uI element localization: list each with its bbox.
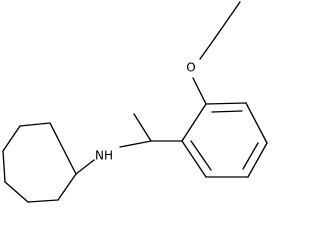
- ring-bond-4: [2, 150, 6, 183]
- ring-to-nitrogen-bond: [75, 159, 95, 175]
- benzene-bond-4: [247, 142, 268, 178]
- cycloheptyl-ring: [2, 122, 77, 203]
- molecule-structure: NH O: [2, 1, 268, 203]
- ethyl-bond: [214, 1, 241, 39]
- aromatic-inner-bond-right: [242, 142, 259, 170]
- benzene-ring: [181, 102, 268, 178]
- benzene-bond-2: [205, 102, 247, 105]
- oxygen-label: O: [186, 61, 195, 75]
- aromatic-inner-bond-left: [190, 140, 212, 171]
- ring-bond-1: [57, 173, 77, 201]
- ring-bond-7: [49, 122, 77, 175]
- oxygen-to-ethyl-bond: [199, 37, 216, 60]
- methine-to-methyl-bond: [133, 113, 152, 142]
- ring-bond-6: [19, 122, 51, 127]
- ring-bond-3: [4, 181, 29, 203]
- aryl-to-oxygen-bond: [192, 77, 207, 105]
- benzene-bond-1: [181, 103, 207, 142]
- aromatic-inner-bond-top: [211, 110, 243, 113]
- nitrogen-to-methine-bond: [119, 140, 152, 148]
- benzene-bond-6: [181, 140, 207, 178]
- ring-bond-2: [27, 199, 59, 203]
- benzene-bond-3: [245, 102, 268, 144]
- structure-canvas: NH O: [2, 1, 268, 203]
- amine-label: NH: [95, 149, 113, 163]
- ring-bond-5: [2, 125, 21, 152]
